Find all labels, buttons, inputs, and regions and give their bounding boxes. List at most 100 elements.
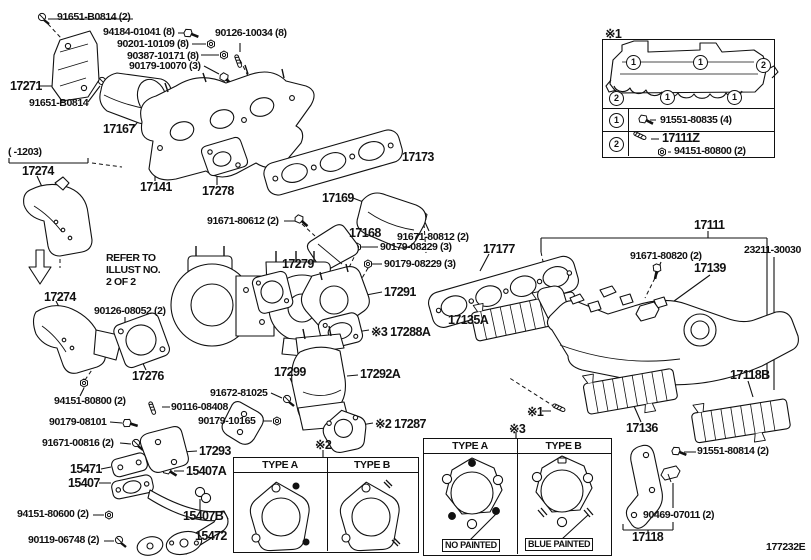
label-91551-80814: 91551-80814 (2): [697, 445, 769, 457]
type-box-2: [233, 457, 419, 553]
label-17139: 17139: [694, 261, 726, 275]
label-90126-08052: 90126-08052 (2): [94, 305, 166, 317]
label-date-range: ( -1203): [8, 146, 42, 158]
label-91671-80812: 91671-80812 (2): [397, 231, 469, 243]
drawing-code: 177232E: [766, 541, 806, 553]
label-90179-08229-1: 90179-08229 (3): [380, 241, 452, 253]
legend-row2-callout: 2: [609, 137, 624, 152]
cover-callout-6: 1: [727, 90, 742, 105]
typebox3-gasket-b-drawing: [531, 455, 594, 528]
label-23211-30030: 23211-30030: [744, 244, 801, 256]
label-90119-06748: 90119-06748 (2): [28, 534, 100, 546]
gasket-17173-drawing: [263, 129, 403, 196]
typebox2-gasket-b-drawing: [339, 479, 401, 552]
gasket-17276-drawing: [113, 312, 170, 369]
label-94151-80800: 94151-80800 (2): [54, 395, 126, 407]
label-17299: 17299: [274, 365, 306, 379]
label-90126-10034: 90126-10034 (8): [215, 27, 287, 39]
label-17111: 17111: [694, 218, 725, 232]
bracket-17118-drawing: [625, 444, 663, 529]
cover-callout-4: 2: [609, 91, 624, 106]
cover-callout-1: 1: [626, 55, 641, 70]
insulator-17169-drawing: [356, 192, 427, 249]
label-17118: 17118: [632, 530, 664, 544]
exhaust-manifold-drawing: [140, 64, 315, 181]
label-17135a: 17135A: [448, 313, 489, 327]
intake-manifold-drawing: [537, 285, 799, 386]
label-17168: 17168: [349, 226, 381, 240]
label-91671-00816: 91671-00816 (2): [42, 437, 114, 449]
gasket-17279-drawing: [251, 270, 294, 314]
label-15407a: 15407A: [186, 464, 227, 478]
cover-callout-2: 1: [693, 55, 708, 70]
label-17274-upper: 17274: [22, 164, 54, 178]
legend-row1-part: 91551-80835 (4): [660, 114, 732, 126]
label-17276: 17276: [132, 369, 164, 383]
label-90387-10171: 90387-10171 (8): [127, 50, 199, 62]
heat-insulator-17271-drawing: [51, 30, 100, 102]
label-91672-81025: 91672-81025: [210, 387, 268, 399]
label-15471: 15471: [70, 462, 102, 476]
typebox2-gasket-a-drawing: [249, 481, 310, 552]
label-90469-07011: 90469-07011 (2): [643, 509, 715, 521]
label-17278: 17278: [202, 184, 234, 198]
label-90179-10165: 90179-10165: [198, 415, 256, 427]
label-90179-08101: 90179-08101: [49, 416, 107, 428]
cover-callout-3: 2: [756, 58, 771, 73]
typebox3-gasket-a-drawing: [441, 457, 504, 530]
legend-row2-part-b: 94151-80800 (2): [674, 145, 746, 157]
typebox2-header-b: TYPE B: [353, 459, 391, 471]
legend-marker: ※1: [605, 27, 622, 41]
cover-callout-5: 1: [660, 90, 675, 105]
typebox3-header-a: TYPE A: [452, 440, 488, 452]
label-90179-10070: 90179-10070 (3): [129, 60, 201, 72]
typebox3-header-b: TYPE B: [545, 440, 582, 452]
oil-pipe-drawing: [111, 452, 229, 556]
label-17291: 17291: [384, 285, 416, 299]
label-17287: ※2 17287: [375, 417, 426, 431]
type-box-2-header-line: [233, 472, 418, 473]
label-17177: 17177: [483, 242, 515, 256]
insulator-17136-drawing: [582, 368, 678, 415]
label-refer-to-3: 2 OF 2: [106, 276, 136, 288]
type-box-2-col-divider: [327, 457, 328, 551]
label-17118b: 17118B: [730, 368, 770, 382]
label-91671-80820: 91671-80820 (2): [630, 250, 702, 262]
label-17288a: ※3 17288A: [371, 325, 431, 339]
air-pipe-17274-upper-drawing: [23, 176, 93, 257]
insulator-17168-drawing: [306, 224, 359, 271]
label-90201-10109: 90201-10109 (8): [117, 38, 189, 50]
label-marker-2: ※2: [315, 438, 332, 452]
label-17141: 17141: [140, 180, 172, 194]
legend-box: [602, 39, 775, 158]
air-pipe-17274-lower-drawing: [32, 305, 121, 374]
adapter-17291-drawing: [300, 263, 370, 333]
bracket-17299-drawing: [221, 401, 264, 445]
label-17293: 17293: [199, 444, 231, 458]
label-marker-1-stud: ※1: [527, 405, 544, 419]
label-90116-08408: 90116-08408: [171, 401, 228, 413]
label-15472: 15472: [195, 529, 227, 543]
converter-17292a-drawing: [291, 325, 348, 431]
label-91671-80612: 91671-80612 (2): [207, 215, 279, 227]
label-90179-08229-2: 90179-08229 (3): [384, 258, 456, 270]
label-15407b: 15407B: [183, 509, 224, 523]
legend-box-col-divider: [628, 108, 629, 156]
label-91651-b0814: 91651-B0814: [29, 97, 89, 109]
gasket-17287-drawing: [322, 409, 367, 453]
label-17173: 17173: [402, 150, 434, 164]
label-17279: 17279: [282, 257, 314, 271]
fastener-icons: [37, 12, 689, 549]
type-box-3-col-divider: [517, 438, 518, 554]
legend-row2-part-a: 17111Z: [662, 131, 700, 145]
label-17292a: 17292A: [360, 367, 401, 381]
legend-box-row-divider-2: [602, 131, 774, 132]
label-94151-80600: 94151-80600 (2): [17, 508, 89, 520]
gasket-17177-drawing: [427, 255, 579, 328]
insulator-17118b-drawing: [691, 398, 791, 444]
label-refer-to-1: REFER TO: [106, 252, 156, 264]
label-15407: 15407: [68, 476, 100, 490]
typebox3-marker: ※3: [509, 422, 526, 436]
label-17274-lower: 17274: [44, 290, 76, 304]
